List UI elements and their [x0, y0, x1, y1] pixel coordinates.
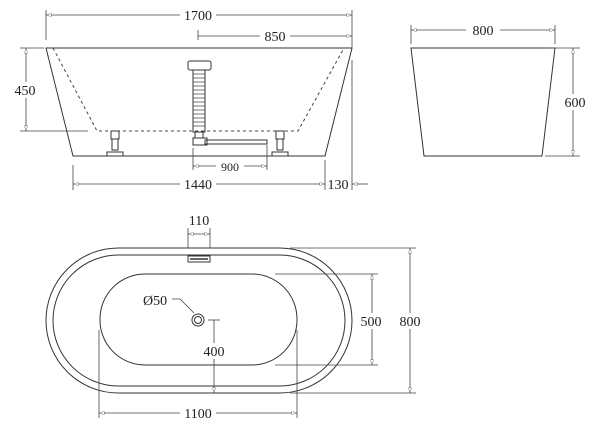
- tub-rim-inner: [52, 254, 346, 387]
- tub-inner-dashed: [52, 47, 345, 132]
- tub-rim-outer: [45, 247, 353, 394]
- drain: [191, 313, 205, 327]
- label-450: 450: [15, 84, 36, 99]
- label-1100: 1100: [184, 407, 211, 422]
- tub-side-outline: [45, 47, 353, 157]
- leg-left: [106, 130, 124, 157]
- label-1700: 1700: [184, 9, 212, 24]
- label-130: 130: [328, 178, 349, 193]
- label-800-top: 800: [400, 315, 421, 330]
- label-1440: 1440: [184, 178, 212, 193]
- label-850: 850: [265, 30, 286, 45]
- label-500: 500: [361, 315, 382, 330]
- drain-pipe: [204, 139, 268, 145]
- label-600: 600: [565, 96, 586, 111]
- label-800-end: 800: [473, 24, 494, 39]
- overflow-cap: [187, 60, 212, 71]
- overflow: [187, 255, 211, 263]
- leg-right: [271, 130, 289, 157]
- side-view: 1700 850 450 900 1440 130: [8, 7, 368, 193]
- label-110: 110: [189, 214, 209, 229]
- end-view: 800 600: [410, 22, 594, 157]
- label-drain-diameter: Ø50: [143, 294, 167, 309]
- tub-end-outline: [410, 47, 556, 157]
- label-900: 900: [221, 160, 239, 174]
- label-400: 400: [204, 345, 225, 360]
- top-view: Ø50 110 400 500 800 1100: [45, 214, 428, 422]
- overflow-pipe: [192, 69, 208, 146]
- tub-basin: [99, 273, 298, 366]
